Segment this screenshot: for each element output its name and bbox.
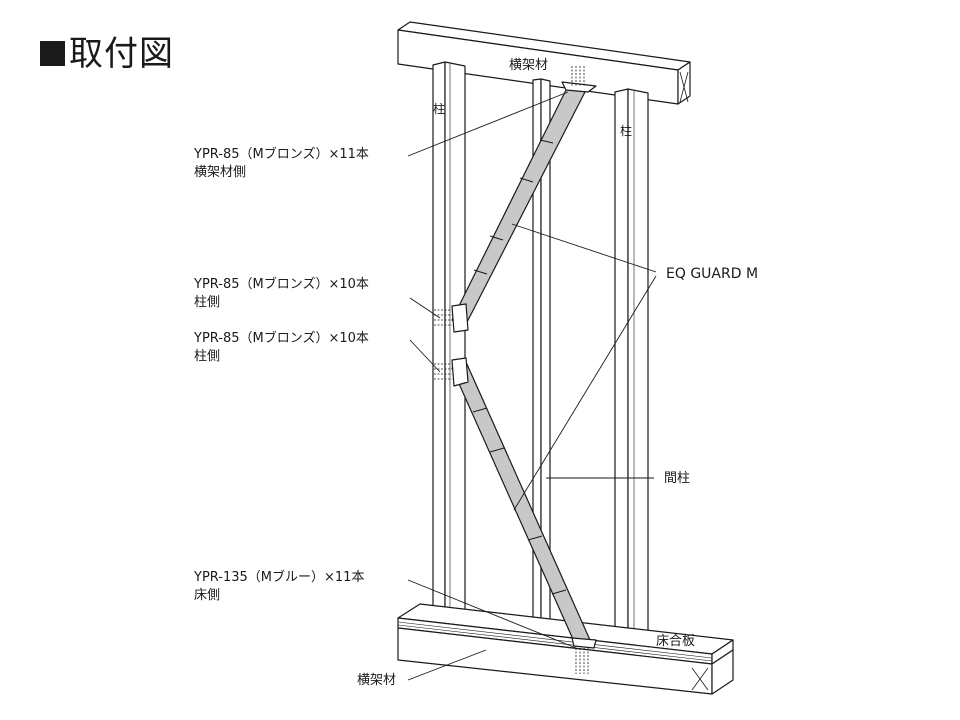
screws bbox=[434, 66, 589, 674]
ypr-mid2-label: YPR-85（Mブロンズ）×10本 柱側 bbox=[194, 330, 369, 366]
ypr-mid1-line1: YPR-85（Mブロンズ）×10本 bbox=[194, 277, 369, 292]
middle-stud bbox=[532, 78, 551, 643]
lower-brace bbox=[451, 361, 591, 647]
right-post-label: 柱 bbox=[620, 124, 633, 138]
ypr-bottom-label: YPR-135（Mブルー）×11本 床側 bbox=[194, 569, 364, 605]
page-title: 取付図 bbox=[40, 26, 174, 75]
title-square-icon bbox=[40, 41, 65, 66]
ypr-top-line2: 横架材側 bbox=[194, 165, 247, 180]
page-title-text: 取付図 bbox=[69, 34, 174, 74]
ypr-bottom-line2: 床側 bbox=[194, 588, 221, 603]
ypr-mid2-line2: 柱側 bbox=[194, 349, 221, 364]
stud-label: 間柱 bbox=[664, 471, 691, 486]
upper-brace bbox=[451, 85, 587, 329]
top-beam bbox=[397, 21, 691, 105]
floor-board-label: 床合板 bbox=[656, 634, 696, 649]
right-post bbox=[614, 88, 649, 665]
left-post bbox=[432, 61, 466, 633]
floor-plate bbox=[397, 603, 734, 695]
ypr-mid1-label: YPR-85（Mブロンズ）×10本 柱側 bbox=[194, 276, 369, 312]
eq-guard-label: EQ GUARD M bbox=[666, 266, 759, 282]
ypr-bottom-line1: YPR-135（Mブルー）×11本 bbox=[194, 570, 365, 585]
ypr-top-label: YPR-85（Mブロンズ）×11本 横架材側 bbox=[194, 146, 369, 182]
ypr-top-line1: YPR-85（Mブロンズ）×11本 bbox=[194, 147, 369, 162]
ypr-mid2-line1: YPR-85（Mブロンズ）×10本 bbox=[194, 331, 369, 346]
left-post-label: 柱 bbox=[433, 102, 446, 116]
top-beam-label: 横架材 bbox=[509, 58, 549, 73]
ypr-mid1-line2: 柱側 bbox=[194, 295, 221, 310]
leader-lines bbox=[407, 91, 657, 681]
bottom-beam-label: 横架材 bbox=[357, 673, 397, 688]
